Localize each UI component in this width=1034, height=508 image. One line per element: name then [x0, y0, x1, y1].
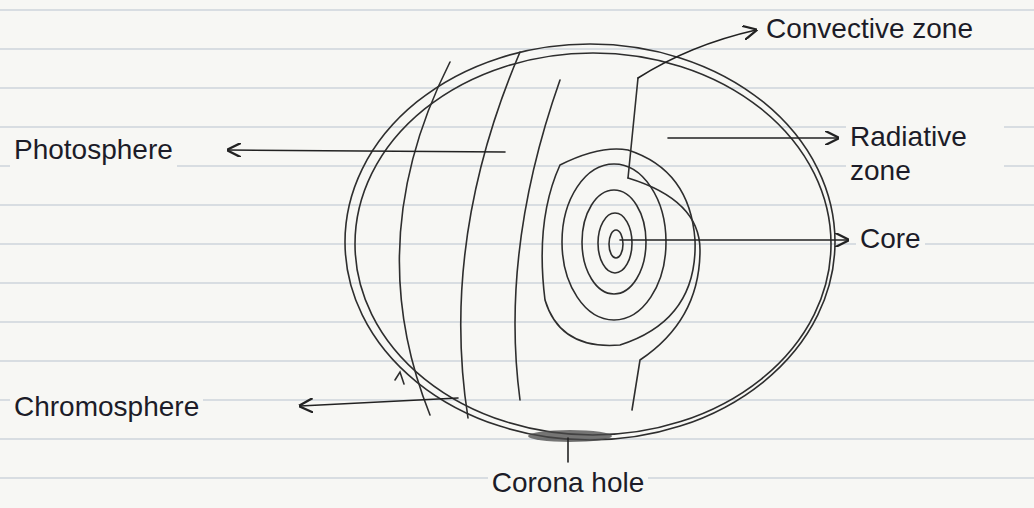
cut-line: [628, 78, 638, 178]
leader-line: [228, 150, 505, 152]
leader-line: [668, 137, 838, 139]
zone-arc: [515, 80, 560, 400]
part-label: Corona hole: [488, 466, 649, 500]
ruled-line: [0, 439, 1034, 440]
ruled-line: [0, 10, 1034, 11]
cut-line: [628, 178, 700, 410]
ruled-line: [0, 205, 1034, 206]
sketch-mark: [395, 372, 404, 384]
leader-line: [638, 30, 756, 78]
ruled-line: [0, 49, 1034, 50]
part-label: Radiative zone: [846, 120, 1004, 188]
core-ring: [609, 230, 623, 258]
part-label: Chromosphere: [10, 390, 203, 424]
leader-lines: [228, 30, 848, 462]
radiative-boundary: [542, 149, 695, 345]
ruled-lines: [0, 10, 1034, 478]
leader-line: [300, 398, 458, 406]
corona-hole-mark: [528, 430, 612, 442]
convective-arc: [399, 62, 450, 415]
part-label: Convective zone: [762, 12, 977, 46]
ruled-line: [0, 361, 1034, 362]
core-ring: [582, 190, 646, 294]
core-ring: [598, 213, 632, 273]
core-ring: [562, 164, 666, 320]
ruled-line: [0, 88, 1034, 89]
leader-line: [620, 239, 848, 241]
part-label: Photosphere: [10, 133, 177, 167]
ruled-line: [0, 322, 1034, 323]
part-label: Core: [856, 222, 925, 256]
leader-line: [567, 438, 569, 462]
photosphere-arc: [461, 52, 520, 418]
sun-outline: [345, 44, 835, 440]
sun-drawing: [345, 44, 835, 440]
chromosphere-outline: [355, 53, 831, 435]
